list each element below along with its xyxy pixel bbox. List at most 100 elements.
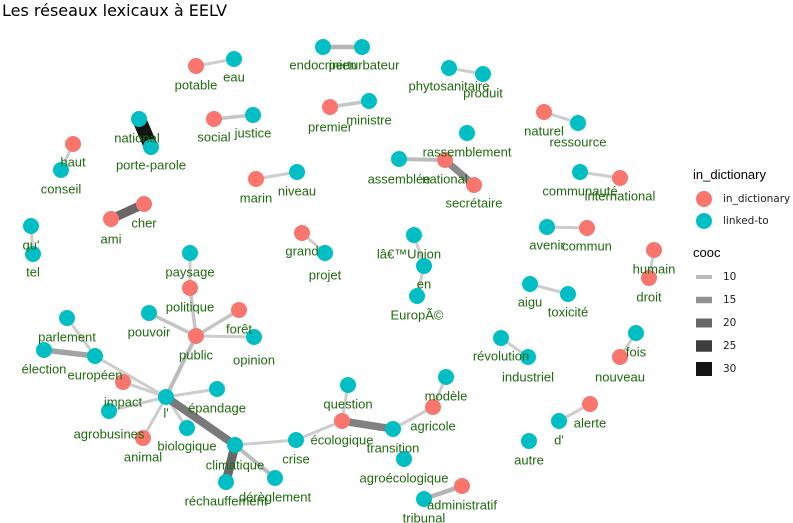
node-label-nouveau: nouveau	[595, 369, 645, 384]
node-election	[36, 342, 52, 358]
node-national	[131, 111, 147, 127]
legend-label-linked-to: linked-to	[723, 215, 769, 227]
node-aigu	[522, 276, 538, 292]
node-label-opinion: opinion	[233, 352, 275, 367]
node-label-transition: transition	[367, 440, 420, 455]
node-label-national2: national	[422, 171, 468, 186]
node-label-europa: EuropÃ©	[391, 307, 444, 322]
node-agricole	[425, 399, 441, 415]
node-naturel	[536, 104, 552, 120]
node-label-agroecologique: agroécologique	[360, 470, 449, 485]
node-assemblee	[391, 151, 407, 167]
node-eau	[226, 51, 242, 67]
node-label-social: social	[197, 129, 230, 144]
node-label-naturel: naturel	[524, 123, 564, 138]
node-modele	[438, 369, 454, 385]
node-ami	[103, 211, 119, 227]
node-premier	[322, 99, 338, 115]
node-humain	[646, 242, 662, 258]
node-autre	[521, 433, 537, 449]
node-animal	[135, 430, 151, 446]
edge-l-climatique	[163, 393, 238, 449]
node-label-public: public	[179, 347, 213, 362]
node-revolution	[493, 330, 509, 346]
node-label-en: en	[417, 276, 431, 291]
node-label-politique: politique	[166, 299, 214, 314]
edge-ecologique-crise	[295, 419, 343, 442]
node-climatique	[227, 437, 243, 453]
node-phytosanitaire	[441, 60, 457, 76]
node-question	[340, 377, 356, 393]
node-label-alerte: alerte	[574, 415, 607, 430]
node-toxicite	[560, 286, 576, 302]
edge-opinion-public	[195, 334, 255, 339]
node-label-conseil: conseil	[41, 181, 82, 196]
node-label-impact: impact	[104, 394, 143, 409]
node-ministre	[361, 93, 377, 109]
node-label-ami: ami	[101, 231, 122, 246]
node-label-eau: eau	[223, 69, 245, 84]
node-pouvoir	[141, 305, 157, 321]
node-label-haut: haut	[60, 154, 86, 169]
node-qu	[23, 218, 39, 234]
node-perturbateur	[354, 39, 370, 55]
node-impact	[115, 374, 131, 390]
node-label-tribunal: tribunal	[403, 510, 446, 523]
node-label-rassemblement: rassemblement	[423, 144, 512, 159]
node-label-parlement: parlement	[38, 329, 96, 344]
node-label-d: d'	[554, 432, 564, 447]
legend-weight-label-20: 20	[723, 317, 736, 329]
node-label-national: national	[114, 130, 160, 145]
node-label-communaute: communauté	[542, 183, 617, 198]
edge-election-europeen	[43, 347, 96, 359]
node-social	[206, 111, 222, 127]
node-label-premier: premier	[308, 119, 353, 134]
node-label-produit: produit	[463, 85, 503, 100]
legend-weight-label-30: 30	[723, 363, 736, 375]
node-endocrinien	[315, 39, 331, 55]
edge-climatique-crise	[234, 438, 297, 447]
edge-politique-public	[188, 287, 198, 337]
node-biologique	[179, 420, 195, 436]
node-politique	[182, 280, 198, 296]
edge-ecologique-transition	[341, 417, 394, 433]
node-marin	[248, 171, 264, 187]
node-europa	[409, 288, 425, 304]
node-label-autre: autre	[514, 452, 544, 467]
labels-layer: potableeauendocrinienperturbateurphytosa…	[22, 57, 676, 523]
node-epandage	[209, 381, 225, 397]
legend-node-entries: in_dictionary linked-to	[696, 191, 790, 229]
node-label-phytosanitaire: phytosanitaire	[409, 78, 490, 93]
node-label-paysage: paysage	[165, 264, 214, 279]
node-conseil	[53, 162, 69, 178]
node-crise	[288, 432, 304, 448]
node-label-epandage: épandage	[188, 400, 246, 415]
node-label-dereglement: dérèglement	[239, 489, 312, 504]
node-label-justice: justice	[234, 125, 272, 140]
node-label-potable: potable	[175, 77, 218, 92]
node-label-industriel: industriel	[502, 369, 554, 384]
node-label-tel: tel	[26, 264, 40, 279]
node-porte-parole	[143, 139, 159, 155]
node-label-grand: grand	[285, 243, 318, 258]
node-label-perturbateur: perturbateur	[329, 57, 400, 72]
edge-foret-public	[195, 308, 240, 338]
node-label-humain: humain	[633, 261, 676, 276]
legend-label-in-dictionary: in_dictionary	[723, 193, 790, 205]
legend-weight-label-25: 25	[723, 340, 736, 352]
node-label-animal: animal	[124, 449, 162, 464]
node-label-pouvoir: pouvoir	[128, 324, 171, 339]
node-communaute	[572, 164, 588, 180]
node-dereglement	[267, 470, 283, 486]
node-label-toxicite: toxicité	[548, 304, 588, 319]
node-label-droit: droit	[636, 289, 662, 304]
node-label-rechauffement: réchauffement	[185, 493, 268, 508]
node-agrobusines	[101, 403, 117, 419]
node-label-aigu: aigu	[518, 294, 543, 309]
node-l	[158, 389, 174, 405]
node-foret	[231, 302, 247, 318]
node-paysage	[182, 245, 198, 261]
node-label-modele: modèle	[425, 388, 468, 403]
node-potable	[188, 58, 204, 74]
